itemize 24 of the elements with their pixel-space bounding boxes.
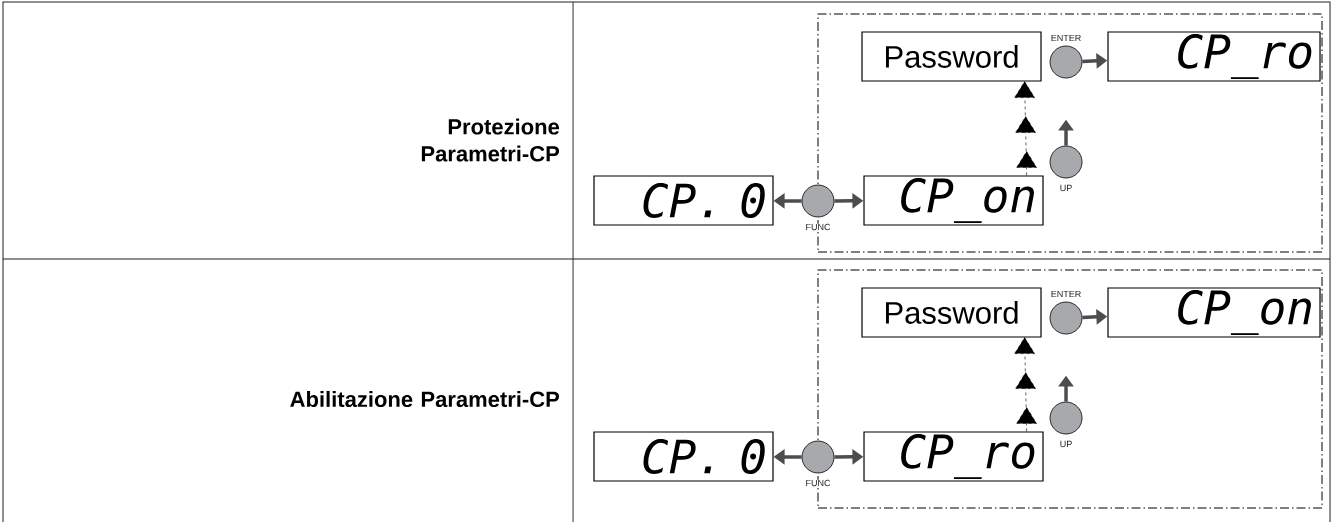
row-heading: Abilitazione Parametri-CP <box>290 390 560 408</box>
push-button <box>801 184 835 231</box>
row-heading: Protezione Parametri-CP <box>421 118 560 162</box>
display-box: CP_on <box>863 175 1044 226</box>
push-button <box>1049 145 1083 192</box>
triangle-arrow <box>1014 337 1037 432</box>
button-label: FUNC <box>805 479 831 487</box>
password-box: Password <box>861 31 1042 82</box>
push-button <box>1049 34 1083 79</box>
push-button <box>801 440 835 487</box>
push-button <box>1049 290 1083 335</box>
button-label: UP <box>1059 184 1073 192</box>
button-label: ENTER <box>1050 34 1082 42</box>
display-box: CP_ro <box>863 431 1044 482</box>
button-label: FUNC <box>805 223 831 231</box>
triangle-arrow <box>1014 81 1037 176</box>
button-label: UP <box>1059 440 1073 448</box>
display-box: CP_ro <box>1107 31 1321 82</box>
display-box: CP_on <box>1107 287 1321 338</box>
button-label: ENTER <box>1050 290 1082 298</box>
display-box: CP. 0 <box>593 175 774 226</box>
push-button <box>1049 401 1083 448</box>
password-box: Password <box>861 287 1042 338</box>
display-box: CP. 0 <box>593 431 774 482</box>
